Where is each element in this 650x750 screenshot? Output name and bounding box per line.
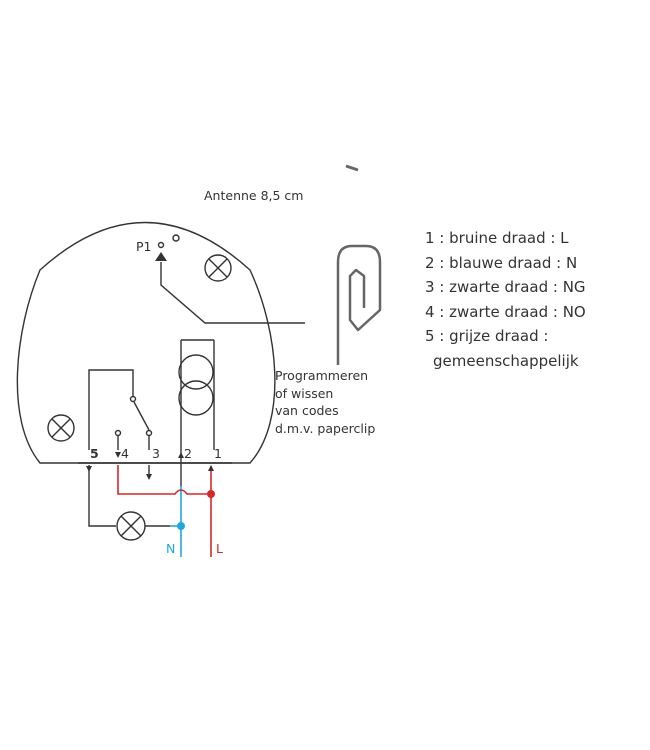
programming-line-3: van codes xyxy=(275,403,339,418)
terminal-label-2: 2 xyxy=(184,446,192,461)
terminal-label-1: 1 xyxy=(214,446,222,461)
neutral-junction xyxy=(177,522,185,530)
wire-legend: 1 : bruine draad : L 2 : blauwe draad : … xyxy=(425,226,586,373)
p1-terminal xyxy=(157,241,165,249)
paperclip-icon xyxy=(336,244,382,365)
programming-line-4: d.m.v. paperclip xyxy=(275,420,376,436)
legend-row-4: 4 : zwarte draad : NO xyxy=(425,302,586,321)
live-label: L xyxy=(216,541,223,556)
live-wire xyxy=(117,465,212,557)
legend-row-3: 3 : zwarte draad : NG xyxy=(425,278,586,296)
terminal-label-5: 5 xyxy=(90,446,99,461)
lamp-wire xyxy=(88,465,116,527)
p1-label: P1 xyxy=(136,239,152,254)
live-junction xyxy=(207,490,215,498)
legend-row-1: 1 : bruine draad : L xyxy=(425,229,569,247)
legend-row-2: 2 : blauwe draad : N xyxy=(425,253,578,272)
antenna-label: Antenne 8,5 cm xyxy=(204,188,303,203)
top-fragment xyxy=(345,164,359,172)
programming-line-2: of wissen xyxy=(275,385,334,401)
terminal-label-4: 4 xyxy=(121,446,129,461)
legend-row-6: gemeenschappelijk xyxy=(433,351,579,370)
neutral-label: N xyxy=(166,541,175,556)
lamp-icon-top-right xyxy=(204,254,232,282)
antenna-terminal xyxy=(172,234,180,242)
transformer-icon xyxy=(178,339,215,450)
terminal-arrows xyxy=(86,252,214,480)
lamp-icon-left xyxy=(47,414,75,442)
p1-line xyxy=(160,262,305,324)
device-housing xyxy=(16,221,276,464)
p1-arrow xyxy=(155,252,167,261)
relay-switch xyxy=(88,369,153,450)
programming-line-1: Programmeren xyxy=(275,368,369,383)
terminal-label-3: 3 xyxy=(152,446,160,461)
external-lamp-icon xyxy=(116,511,146,541)
programming-note: Programmeren of wissen van codes d.m.v. … xyxy=(275,367,375,437)
legend-row-5: 5 : grijze draad : xyxy=(425,327,549,345)
